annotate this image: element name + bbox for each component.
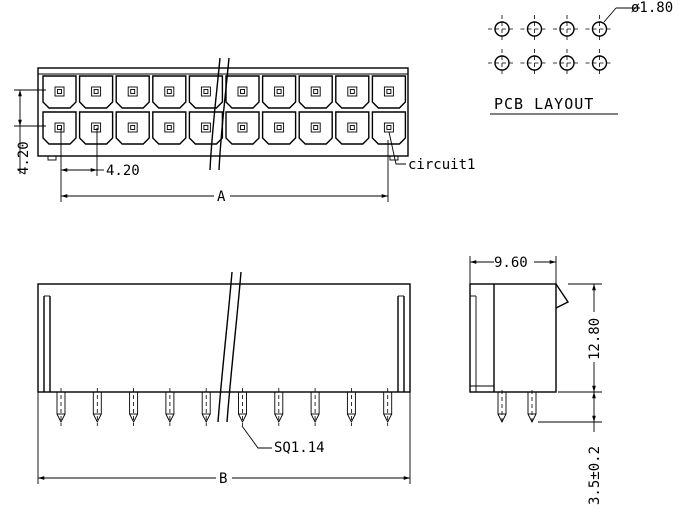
length-a-label: A xyxy=(217,189,226,205)
pin xyxy=(201,388,211,426)
cavity xyxy=(42,111,77,145)
depth-label: 9.60 xyxy=(494,255,528,271)
pin xyxy=(346,388,356,426)
pin xyxy=(129,388,139,426)
pcb-layout-title: PCB LAYOUT xyxy=(494,95,594,113)
circuit-label: circuit1 xyxy=(408,157,475,173)
cavity xyxy=(115,75,150,109)
pcb-hole xyxy=(520,49,549,77)
pcb-hole xyxy=(553,15,581,43)
cavity xyxy=(371,75,407,109)
pitch-horizontal-label: 4.20 xyxy=(106,163,140,179)
pin xyxy=(238,388,247,426)
pin-length-label: 3.5±0.2 xyxy=(587,446,603,505)
cavity xyxy=(335,111,370,145)
end-view xyxy=(469,283,570,424)
pin xyxy=(274,388,284,426)
pcb-hole xyxy=(553,49,581,77)
cavity xyxy=(188,111,224,145)
front-housing-outline xyxy=(37,67,409,157)
height-dim: 12.80 xyxy=(558,283,603,393)
cavity xyxy=(261,111,297,145)
cavity xyxy=(225,75,260,109)
pin xyxy=(383,388,393,426)
pin xyxy=(56,388,66,426)
cavity xyxy=(188,75,224,109)
pcb-layout: ø1.80 PCB LAYOUT xyxy=(488,0,673,115)
cavity xyxy=(298,111,333,145)
end-housing-outline xyxy=(469,283,557,393)
side-housing-outline xyxy=(37,283,411,393)
cavity xyxy=(261,75,297,109)
cavity xyxy=(335,75,370,109)
pcb-hole xyxy=(488,49,516,77)
length-b-dim: B xyxy=(37,392,411,487)
pin xyxy=(165,388,175,426)
front-view xyxy=(37,57,409,171)
pitch-horizontal-dim: 4.20 xyxy=(60,128,140,179)
pin-row xyxy=(56,388,393,426)
pitch-vertical-label: 4.20 xyxy=(16,141,32,175)
pcb-hole xyxy=(520,15,549,43)
pin xyxy=(92,388,102,426)
break-line xyxy=(209,57,221,171)
pin-length-dim: 3.5±0.2 xyxy=(538,392,603,505)
length-a-dim: A xyxy=(60,140,389,205)
pcb-hole xyxy=(585,49,614,77)
height-label: 12.80 xyxy=(587,318,603,360)
pin xyxy=(310,388,320,426)
circuit-leader: circuit1 xyxy=(388,131,475,173)
length-b-label: B xyxy=(219,471,227,487)
pin-size-label: SQ1.14 xyxy=(274,440,325,456)
cavity xyxy=(225,111,260,145)
pitch-vertical-dim: 4.20 xyxy=(14,89,46,175)
pcb-hole xyxy=(488,15,516,43)
cavity xyxy=(152,75,187,109)
cavity xyxy=(152,111,187,145)
cavity xyxy=(371,111,407,145)
side-view-long xyxy=(37,271,411,426)
hole-diameter-label: ø1.80 xyxy=(631,0,673,16)
cavity xyxy=(298,75,333,109)
cavity xyxy=(115,111,150,145)
depth-dim: 9.60 xyxy=(469,254,557,284)
pin-size-leader: SQ1.14 xyxy=(241,425,325,456)
pcb-hole xyxy=(585,15,614,43)
cavity-grid xyxy=(42,75,407,145)
cavity xyxy=(78,111,114,145)
cavity xyxy=(42,75,77,109)
cavity xyxy=(78,75,114,109)
